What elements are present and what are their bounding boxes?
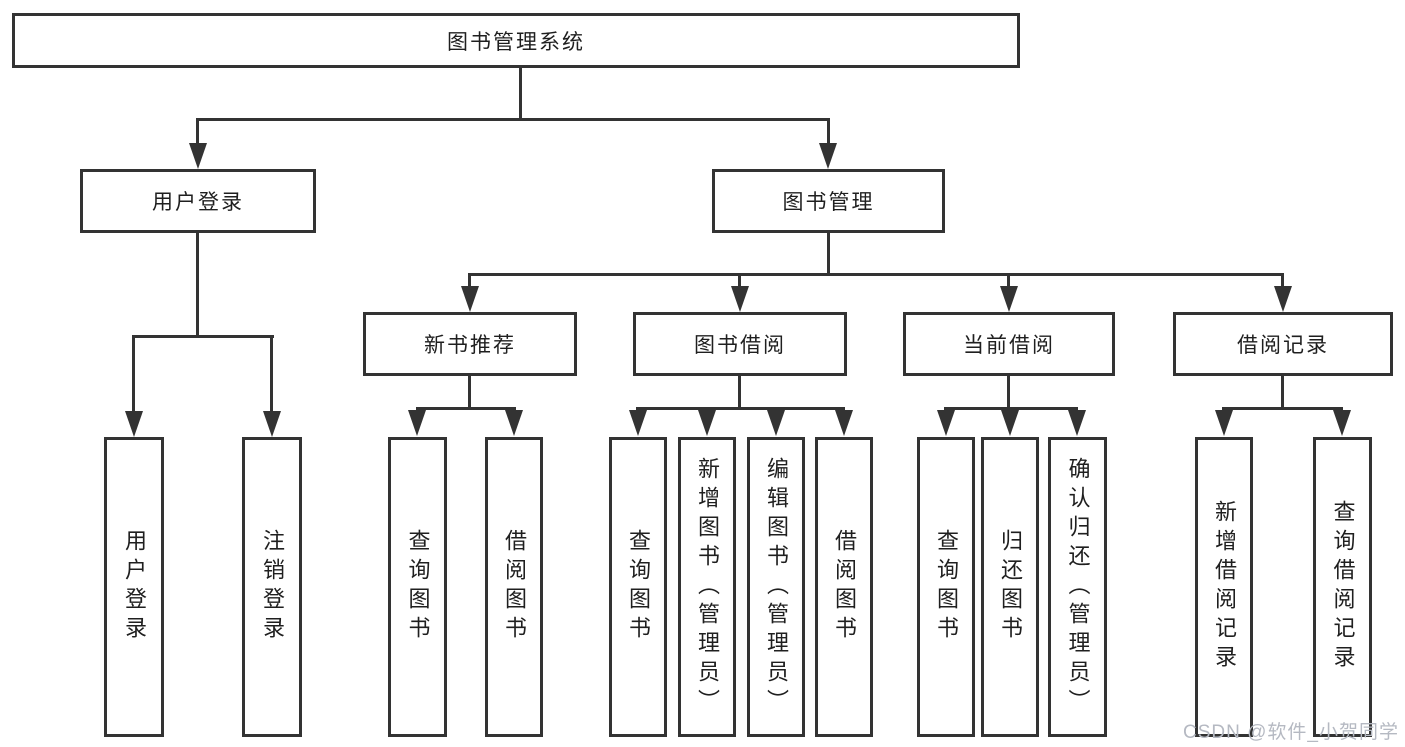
leaf-borrow-book: 借阅图书	[815, 437, 873, 737]
connector-new-book-stem	[468, 376, 471, 410]
leaf-edit-book-admin: 编辑图书（管理员）	[747, 437, 805, 737]
arrow-down-icon	[835, 410, 853, 436]
connector-root-stem	[519, 68, 522, 118]
csdn-watermark: CSDN @软件_小贺同学	[1183, 722, 1399, 743]
arrow-down-icon	[629, 410, 647, 436]
arrow-down-icon	[1068, 410, 1086, 436]
connector-book-management-drop	[827, 118, 830, 145]
connector-level3-bar	[468, 273, 1284, 276]
arrow-down-icon	[125, 411, 143, 437]
arrow-down-icon	[937, 410, 955, 436]
connector-book-borrow-stem	[738, 376, 741, 410]
connector-new-book-drop	[468, 276, 471, 288]
leaf-query-borrow-record: 查询借阅记录	[1313, 437, 1372, 737]
leaf-borrow-book: 借阅图书	[485, 437, 543, 737]
leaf-add-book-admin: 新增图书（管理员）	[678, 437, 736, 737]
arrow-down-icon	[263, 411, 281, 437]
arrow-down-icon	[505, 410, 523, 436]
connector-leaf-drop	[132, 335, 135, 413]
connector-book-management-stem	[827, 233, 830, 276]
connector-level2-bar	[197, 118, 830, 121]
connector-book-borrow-drop	[738, 276, 741, 288]
connector-borrow-record-bar	[1222, 407, 1343, 410]
connector-borrow-record-stem	[1281, 376, 1284, 410]
node-user-login: 用户登录	[80, 169, 316, 233]
leaf-confirm-return-admin: 确认归还（管理员）	[1048, 437, 1107, 737]
connector-user-login-bar	[132, 335, 274, 338]
connector-borrow-record-drop	[1281, 276, 1284, 288]
arrow-down-icon	[698, 410, 716, 436]
node-book-borrow: 图书借阅	[633, 312, 847, 376]
node-current-borrow: 当前借阅	[903, 312, 1115, 376]
arrow-down-icon	[189, 143, 207, 169]
arrow-down-icon	[767, 410, 785, 436]
leaf-query-book: 查询图书	[917, 437, 975, 737]
leaf-logout: 注销登录	[242, 437, 302, 737]
connector-user-login-stem	[196, 233, 199, 337]
node-borrow-record: 借阅记录	[1173, 312, 1393, 376]
arrow-down-icon	[461, 286, 479, 312]
arrow-down-icon	[819, 143, 837, 169]
node-book-management: 图书管理	[712, 169, 945, 233]
arrow-down-icon	[1274, 286, 1292, 312]
arrow-down-icon	[731, 286, 749, 312]
arrow-down-icon	[1333, 410, 1351, 436]
connector-current-borrow-bar	[944, 407, 1078, 410]
node-new-book-recommend: 新书推荐	[363, 312, 577, 376]
connector-current-borrow-drop	[1007, 276, 1010, 288]
arrow-down-icon	[1001, 410, 1019, 436]
connector-user-login-drop	[196, 118, 199, 145]
arrow-down-icon	[1000, 286, 1018, 312]
node-library-management-system: 图书管理系统	[12, 13, 1020, 68]
connector-book-borrow-bar	[636, 407, 845, 410]
arrow-down-icon	[408, 410, 426, 436]
leaf-add-borrow-record: 新增借阅记录	[1195, 437, 1253, 737]
leaf-user-login: 用户登录	[104, 437, 164, 737]
leaf-query-book: 查询图书	[609, 437, 667, 737]
connector-new-book-bar	[416, 407, 516, 410]
leaf-return-book: 归还图书	[981, 437, 1039, 737]
connector-current-borrow-stem	[1007, 376, 1010, 410]
connector-leaf-drop	[270, 335, 273, 413]
leaf-query-book: 查询图书	[388, 437, 447, 737]
arrow-down-icon	[1215, 410, 1233, 436]
